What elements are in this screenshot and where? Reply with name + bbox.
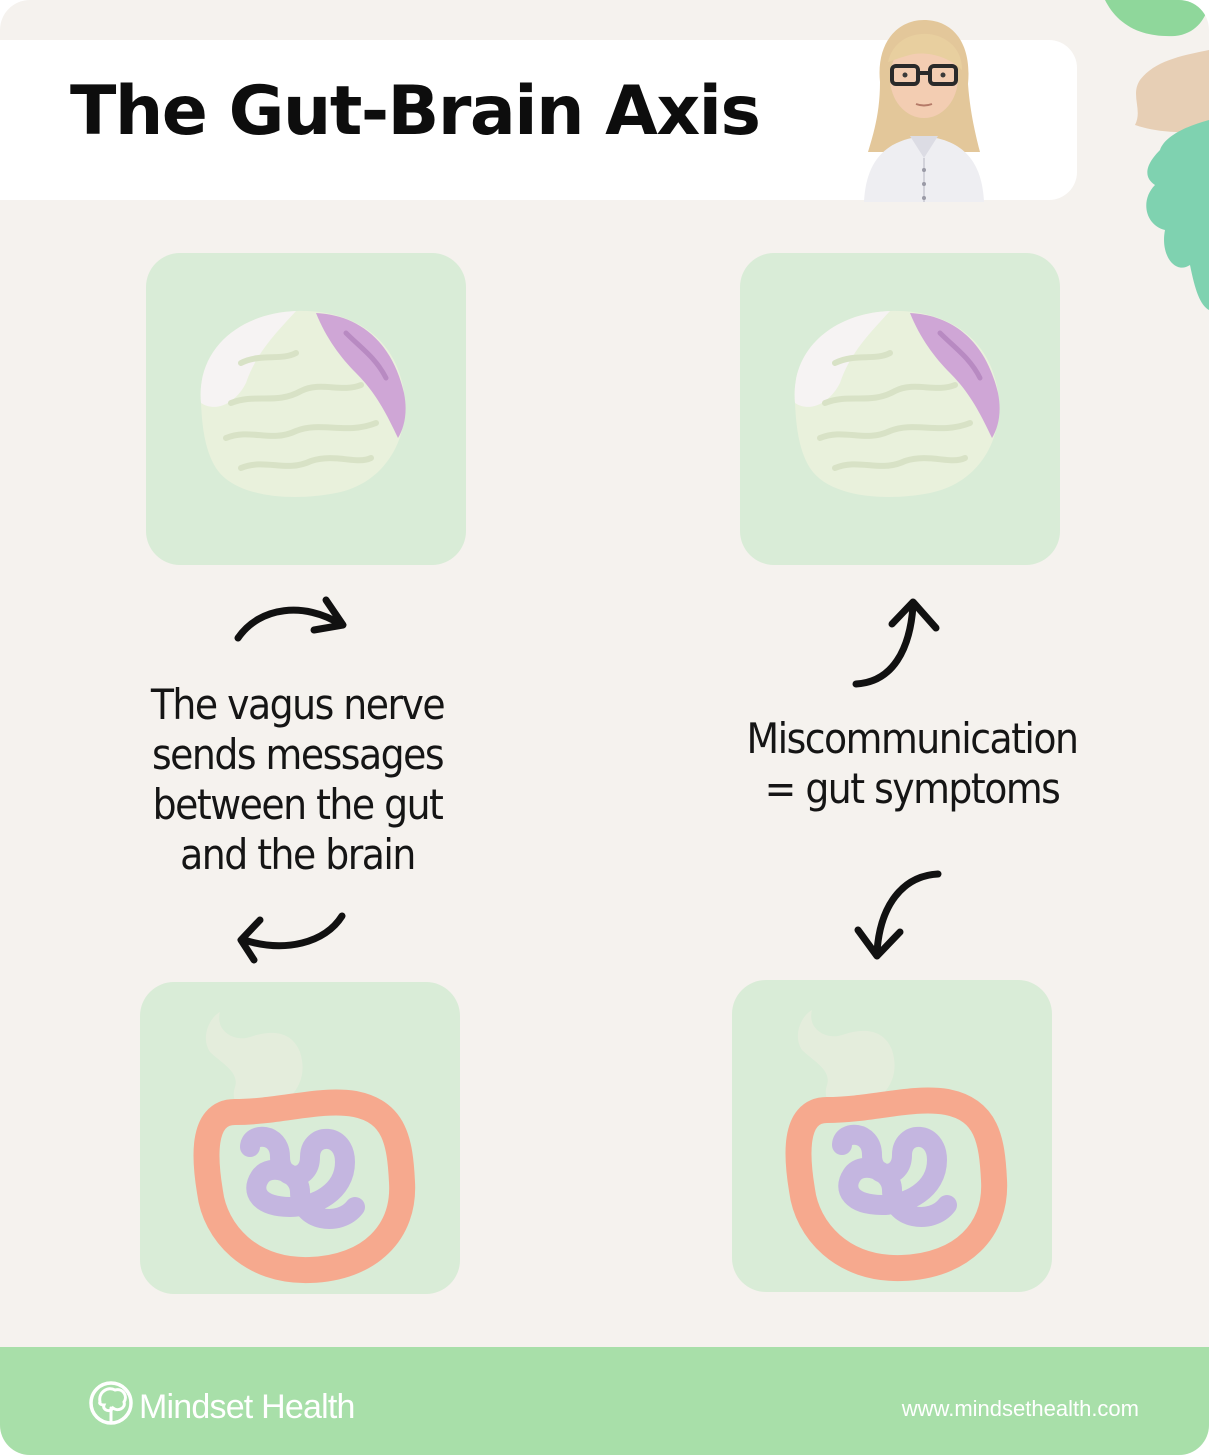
caption-line: and the brain <box>180 830 416 879</box>
mindset-health-logo-icon <box>89 1381 133 1425</box>
page-title: The Gut-Brain Axis <box>70 72 761 151</box>
caption-line: between the gut <box>152 780 444 829</box>
miscommunication-caption: Miscommunication = gut symptoms <box>700 714 1124 814</box>
decorative-leaves-icon <box>1105 0 1209 310</box>
website-link[interactable]: www.mindsethealth.com <box>901 1396 1139 1421</box>
caption-line: The vagus nerve <box>150 680 446 729</box>
brain-icon <box>200 310 406 497</box>
gut-icon <box>785 1010 1008 1282</box>
doctor-avatar-icon <box>864 20 984 202</box>
curved-arrow-left-icon <box>230 908 355 966</box>
brand-name: Mindset Health <box>139 1388 355 1426</box>
brain-tile <box>146 253 466 565</box>
curved-arrow-up-icon <box>848 594 948 692</box>
brain-tile <box>740 253 1060 565</box>
vagus-nerve-caption: The vagus nerve sends messages between t… <box>110 680 485 880</box>
caption-line: = gut symptoms <box>764 764 1061 813</box>
gut-tile <box>732 980 1052 1292</box>
gut-icon <box>193 1012 416 1284</box>
gut-tile <box>140 982 460 1294</box>
caption-line: sends messages <box>151 730 445 779</box>
curved-arrow-down-icon <box>850 866 950 964</box>
curved-arrow-right-icon <box>230 592 355 647</box>
brain-icon <box>794 310 1000 497</box>
caption-line: Miscommunication <box>746 714 1079 763</box>
footer-bar: Mindset Health www.mindsethealth.com <box>0 1347 1209 1455</box>
